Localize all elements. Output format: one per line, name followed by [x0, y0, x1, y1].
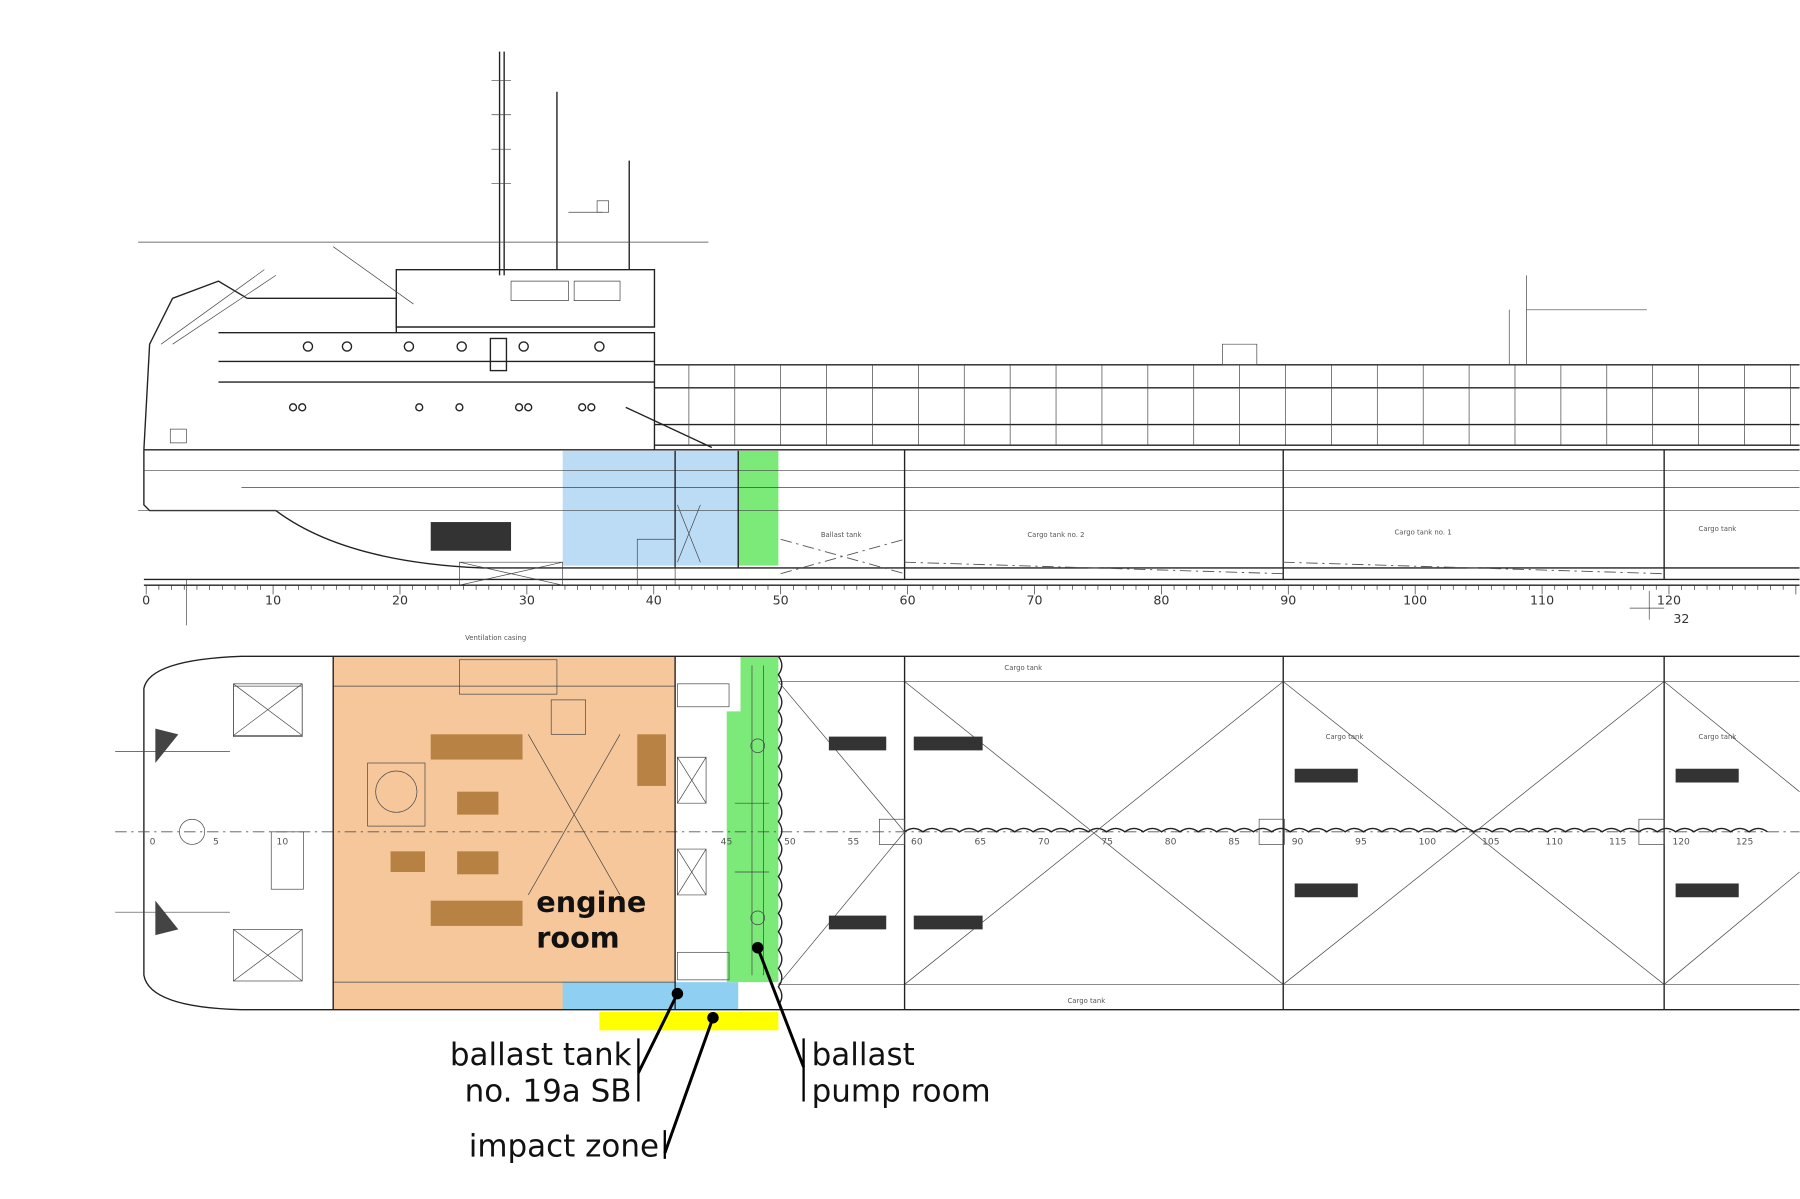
ballast-pump-room-highlight — [726, 656, 779, 983]
plan-frame-mark: 45 — [721, 836, 733, 847]
frame-scale-label: 100 — [1403, 593, 1427, 608]
frame-scale-label: 120 — [1657, 593, 1681, 608]
frame-scale-label: 90 — [1280, 593, 1296, 608]
svg-text:Cargo tank: Cargo tank — [1068, 997, 1106, 1005]
svg-text:Cargo tank no. 1: Cargo tank no. 1 — [1395, 529, 1452, 537]
deck-railings — [654, 275, 1800, 446]
frame-scale: 32 0 10 20 30 40 50 60 70 80 90 100 110 120 — [142, 579, 1800, 626]
frame-scale-label: 80 — [1153, 593, 1169, 608]
plan-frame-mark: 75 — [1101, 836, 1113, 847]
impact-zone-label: impact zone — [469, 1129, 659, 1165]
svg-text:Cargo tank: Cargo tank — [1699, 525, 1737, 533]
plan-frame-mark: 95 — [1355, 836, 1367, 847]
plan-frame-mark: 50 — [784, 836, 796, 847]
plan-frame-mark: 0 — [150, 836, 156, 847]
ballast-pump-room-label-line2: pump room — [812, 1073, 991, 1109]
pump-room-marker — [751, 941, 764, 954]
hull-profile: Ballast tank Cargo tank no. 2 Cargo tank… — [138, 449, 1800, 586]
engine-room-label-line2: room — [536, 921, 619, 955]
plan-frame-mark: 85 — [1228, 836, 1240, 847]
plan-frame-mark: 55 — [848, 836, 860, 847]
svg-text:Ballast tank: Ballast tank — [821, 531, 862, 539]
plan-frame-mark: 110 — [1546, 836, 1564, 847]
plan-frame-mark: 90 — [1292, 836, 1304, 847]
plan-frame-mark: 105 — [1482, 836, 1500, 847]
svg-text:Cargo tank no. 2: Cargo tank no. 2 — [1027, 531, 1084, 539]
plan-frame-mark: 125 — [1736, 836, 1754, 847]
frame-scale-label: 30 — [519, 593, 535, 608]
plan-frame-mark: 115 — [1609, 836, 1627, 847]
plan-frame-mark: 80 — [1165, 836, 1177, 847]
plan-view: 0 5 10 45 50 55 60 65 70 75 80 85 90 95 100 105 110 115 12… — [115, 634, 1800, 1031]
frame-scale-label: 50 — [773, 593, 789, 608]
plan-frame-mark: 60 — [911, 836, 923, 847]
plan-frame-mark: 100 — [1419, 836, 1437, 847]
ballast-tank-profile-highlight — [562, 450, 739, 566]
ballast-pump-room-label-line1: ballast — [812, 1037, 915, 1073]
superstructure — [143, 246, 713, 450]
profile-view: Ballast tank Cargo tank no. 2 Cargo tank… — [138, 51, 1800, 626]
callouts: ballast tank no. 19a SB impact zone ball… — [450, 941, 991, 1165]
frame-scale-label: 110 — [1530, 593, 1554, 608]
plan-frame-mark: 65 — [974, 836, 986, 847]
plan-frame-mark: 5 — [213, 836, 219, 847]
svg-text:Cargo tank: Cargo tank — [1004, 664, 1042, 672]
engine-room-highlight — [333, 656, 676, 1010]
frame-scale-label: 40 — [646, 593, 662, 608]
svg-text:Cargo tank: Cargo tank — [1699, 733, 1737, 741]
frame-scale-label: 20 — [392, 593, 408, 608]
ballast-tank-label-line1: ballast tank — [450, 1037, 632, 1073]
dimension-label: 32 — [1673, 611, 1689, 626]
plan-frame-mark: 120 — [1672, 836, 1690, 847]
impact-zone-highlight — [599, 1011, 779, 1031]
frame-scale-label: 60 — [900, 593, 916, 608]
svg-text:Ventilation casing: Ventilation casing — [465, 634, 526, 642]
impact-zone-marker — [707, 1011, 719, 1024]
ballast-tank-19a-sb-highlight — [562, 982, 739, 1010]
svg-text:Cargo tank: Cargo tank — [1326, 733, 1364, 741]
ballast-tank-label-line2: no. 19a SB — [465, 1073, 632, 1109]
plan-frame-mark: 70 — [1038, 836, 1050, 847]
frame-scale-label: 70 — [1026, 593, 1042, 608]
frame-scale-label: 10 — [265, 593, 281, 608]
ballast-tank-marker — [671, 987, 684, 1000]
plan-frame-mark: 10 — [277, 836, 289, 847]
engine-room-label-line1: engine — [536, 885, 646, 919]
masts — [138, 51, 709, 276]
pump-room-profile-highlight — [738, 450, 779, 566]
frame-scale-label: 0 — [142, 593, 150, 608]
